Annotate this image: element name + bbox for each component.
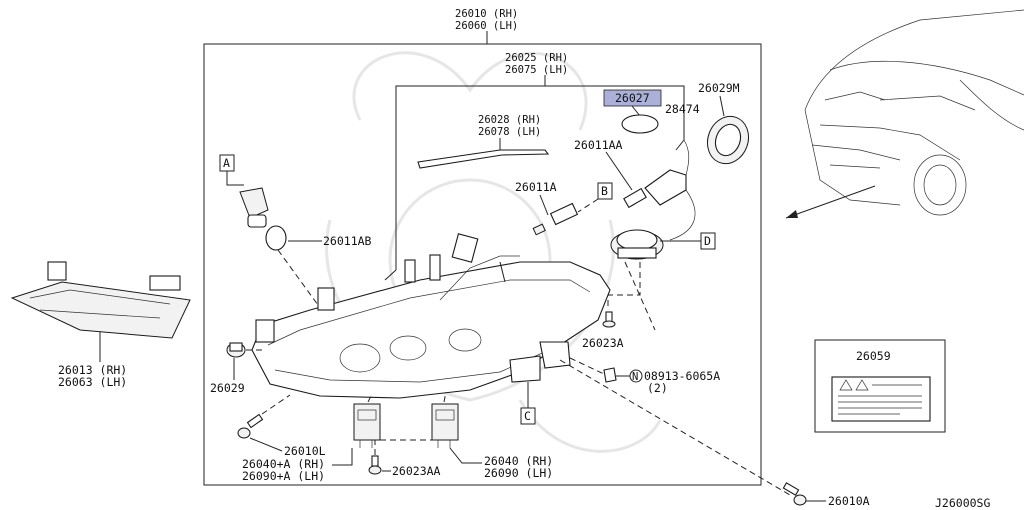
nut-clip [603, 367, 617, 383]
oring-26027 [621, 114, 659, 134]
screw-26023aa [368, 455, 382, 475]
label-26010l: 26010L [284, 444, 326, 458]
label-26010a: 26010A [828, 494, 870, 508]
label-26029: 26029 [210, 381, 245, 395]
label-conn-right-lh: 26090 (LH) [484, 466, 553, 480]
vent-cap-26029 [226, 342, 246, 358]
label-housing-lh: 26075 (LH) [505, 64, 568, 76]
label-assy-rh: 26010 (RH) [455, 8, 518, 20]
connector-left [353, 403, 381, 448]
label-26027: 26027 [615, 91, 650, 105]
diagram-code: J26000SG [935, 496, 990, 510]
label-conn-left-rh: 26040+A (RH) [242, 457, 325, 471]
label-housing-rh: 26025 (RH) [505, 52, 568, 64]
bulb-26011a [532, 202, 579, 236]
label-conn-left-lh: 26090+A (LH) [242, 469, 325, 483]
seal-strip [417, 149, 550, 169]
marker-c-text: C [524, 409, 531, 423]
screw-26010l [237, 413, 264, 439]
nut-symbol-text: N [632, 371, 638, 383]
label-28474: 28474 [665, 102, 700, 116]
label-26059: 26059 [856, 349, 891, 363]
label-side-rh: 26013 (RH) [58, 363, 127, 377]
marker-d-text: D [704, 234, 711, 248]
marker-b [597, 182, 613, 200]
headlamp-housing [251, 233, 611, 399]
bulb-26011ab [239, 187, 287, 251]
bolt-26010a [782, 482, 807, 506]
marker-a-text: A [223, 156, 230, 170]
label-26029m: 26029M [698, 81, 740, 95]
label-26023a: 26023A [582, 336, 624, 350]
connector-right [431, 403, 459, 448]
label-seal-rh: 26028 (RH) [478, 114, 541, 126]
warning-label-frame [814, 339, 946, 433]
label-assy-lh: 26060 (LH) [455, 20, 518, 32]
label-side-lh: 26063 (LH) [58, 375, 127, 389]
label-26011a: 26011A [515, 180, 557, 194]
igniter-socket [610, 229, 664, 260]
label-26011ab: 26011AB [323, 234, 372, 248]
screw-26023a [602, 311, 616, 328]
marker-b-text: B [601, 184, 608, 198]
label-seal-lh: 26078 (LH) [478, 126, 541, 138]
label-26023aa: 26023AA [392, 464, 441, 478]
label-conn-right-rh: 26040 (RH) [484, 454, 553, 468]
warning-label-sticker [831, 376, 931, 422]
hid-bulb [623, 139, 696, 241]
label-nut-qty: (2) [647, 381, 668, 395]
vehicle-sketch [804, 9, 1024, 216]
label-26011aa: 26011AA [574, 138, 623, 152]
side-lamp-26013 [10, 261, 191, 339]
label-nut: 08913-6065A [644, 369, 720, 383]
assembly-frame [203, 43, 762, 486]
